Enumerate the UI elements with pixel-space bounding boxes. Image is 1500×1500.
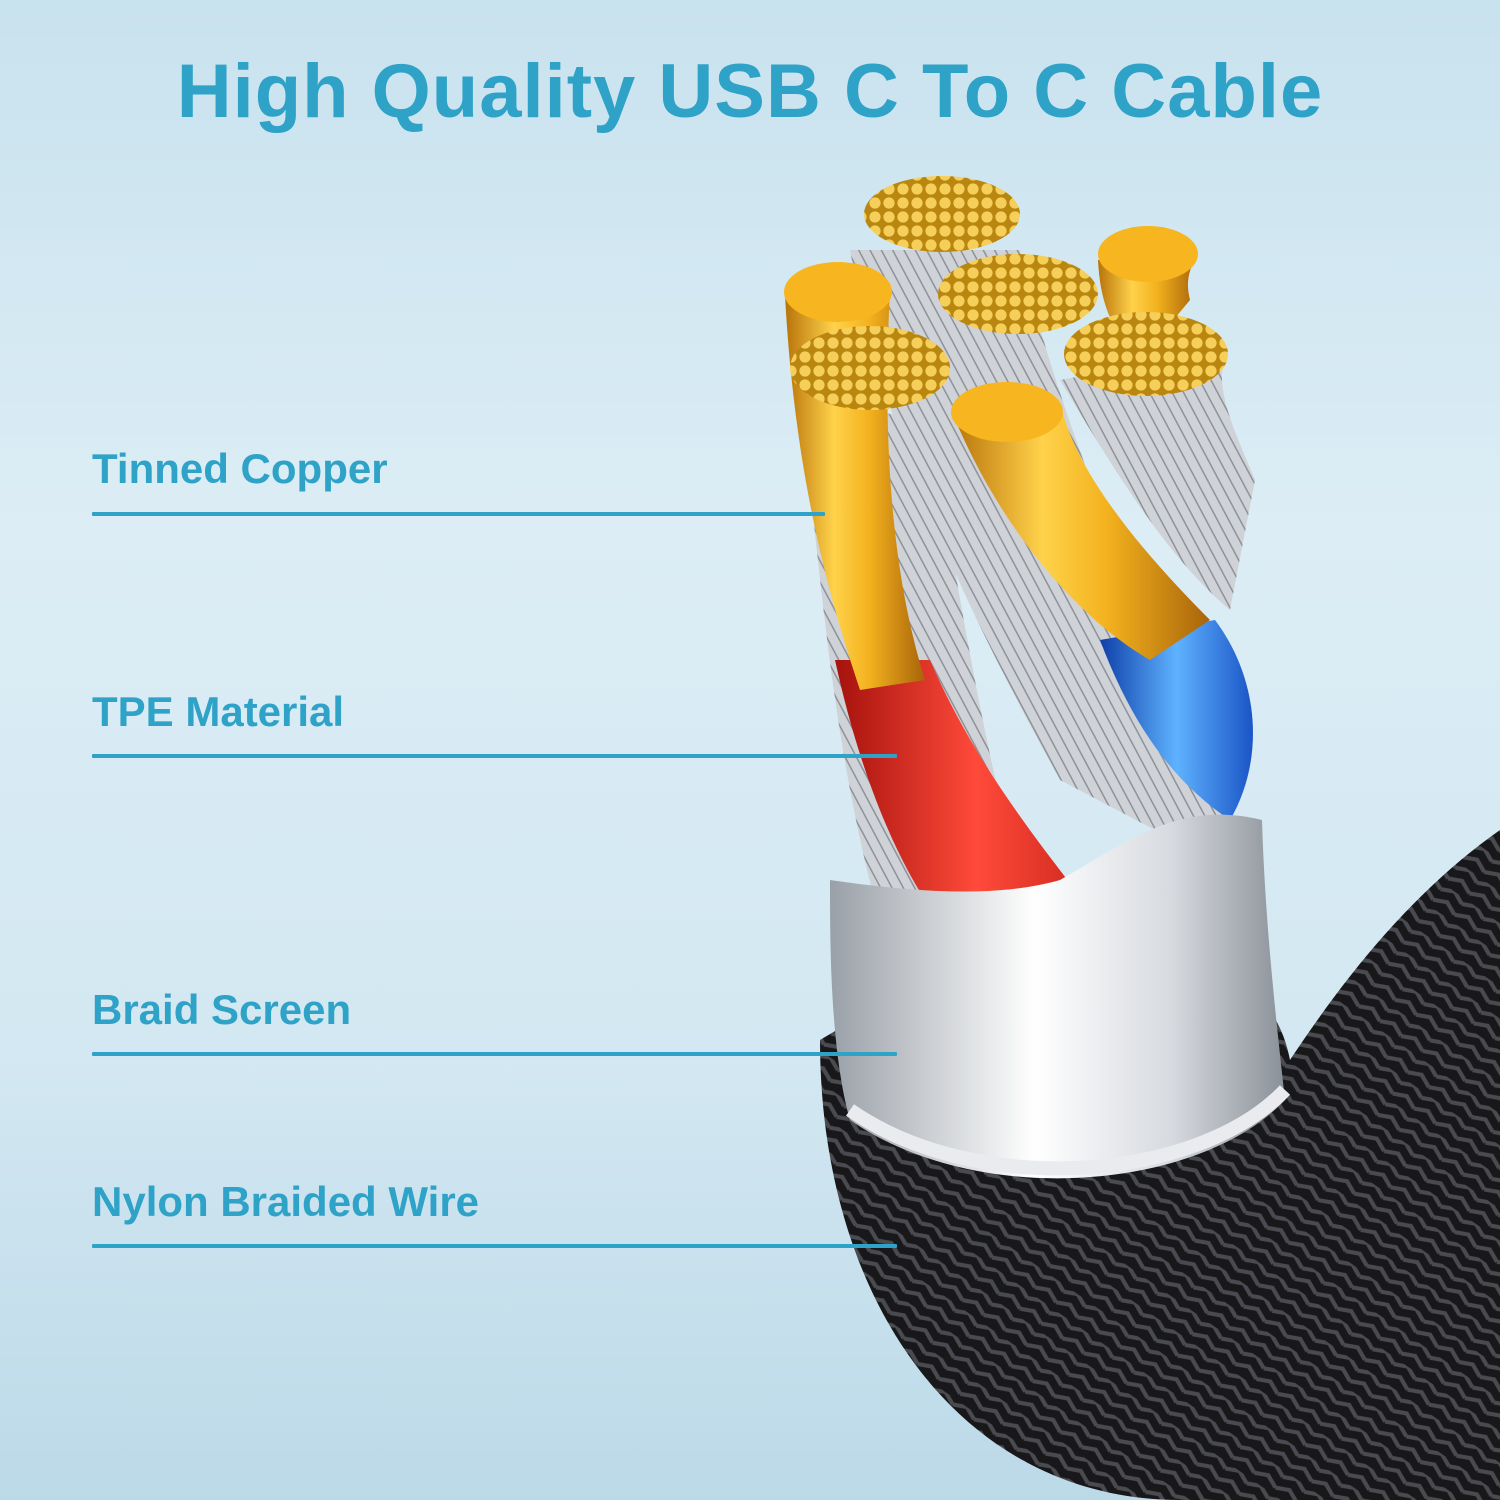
callout-tinned-copper: Tinned Copper — [92, 445, 825, 516]
callout-leader-line — [92, 1244, 897, 1248]
callout-label: Tinned Copper — [92, 445, 388, 492]
callout-leader-line — [92, 512, 825, 516]
tinned-copper-end — [1064, 312, 1228, 396]
page-title: High Quality USB C To C Cable — [176, 49, 1324, 134]
braid-screen-ring-rim — [846, 1085, 1291, 1176]
blue-insulation — [1100, 620, 1253, 820]
tinned-copper-end — [864, 176, 1020, 252]
callout-leader-line — [92, 1052, 897, 1056]
tinned-copper-end — [938, 254, 1098, 334]
callout-label: Nylon Braided Wire — [92, 1178, 480, 1225]
tinned-copper-end — [790, 326, 950, 410]
callout-label: Braid Screen — [92, 986, 352, 1033]
callout-leader-line — [92, 754, 897, 758]
strand-bundle — [1060, 350, 1255, 610]
gold-conductor-end — [784, 262, 892, 322]
callout-tpe-material: TPE Material — [92, 688, 897, 758]
gold-conductor-end — [951, 382, 1063, 442]
gold-conductor-end — [1098, 226, 1198, 282]
callout-label: TPE Material — [92, 688, 345, 735]
callout-braid-screen: Braid Screen — [92, 986, 897, 1056]
gold-conductor — [952, 410, 1210, 660]
braid-screen-ring — [830, 814, 1285, 1179]
callout-nylon-braided-wire: Nylon Braided Wire — [92, 1178, 897, 1248]
